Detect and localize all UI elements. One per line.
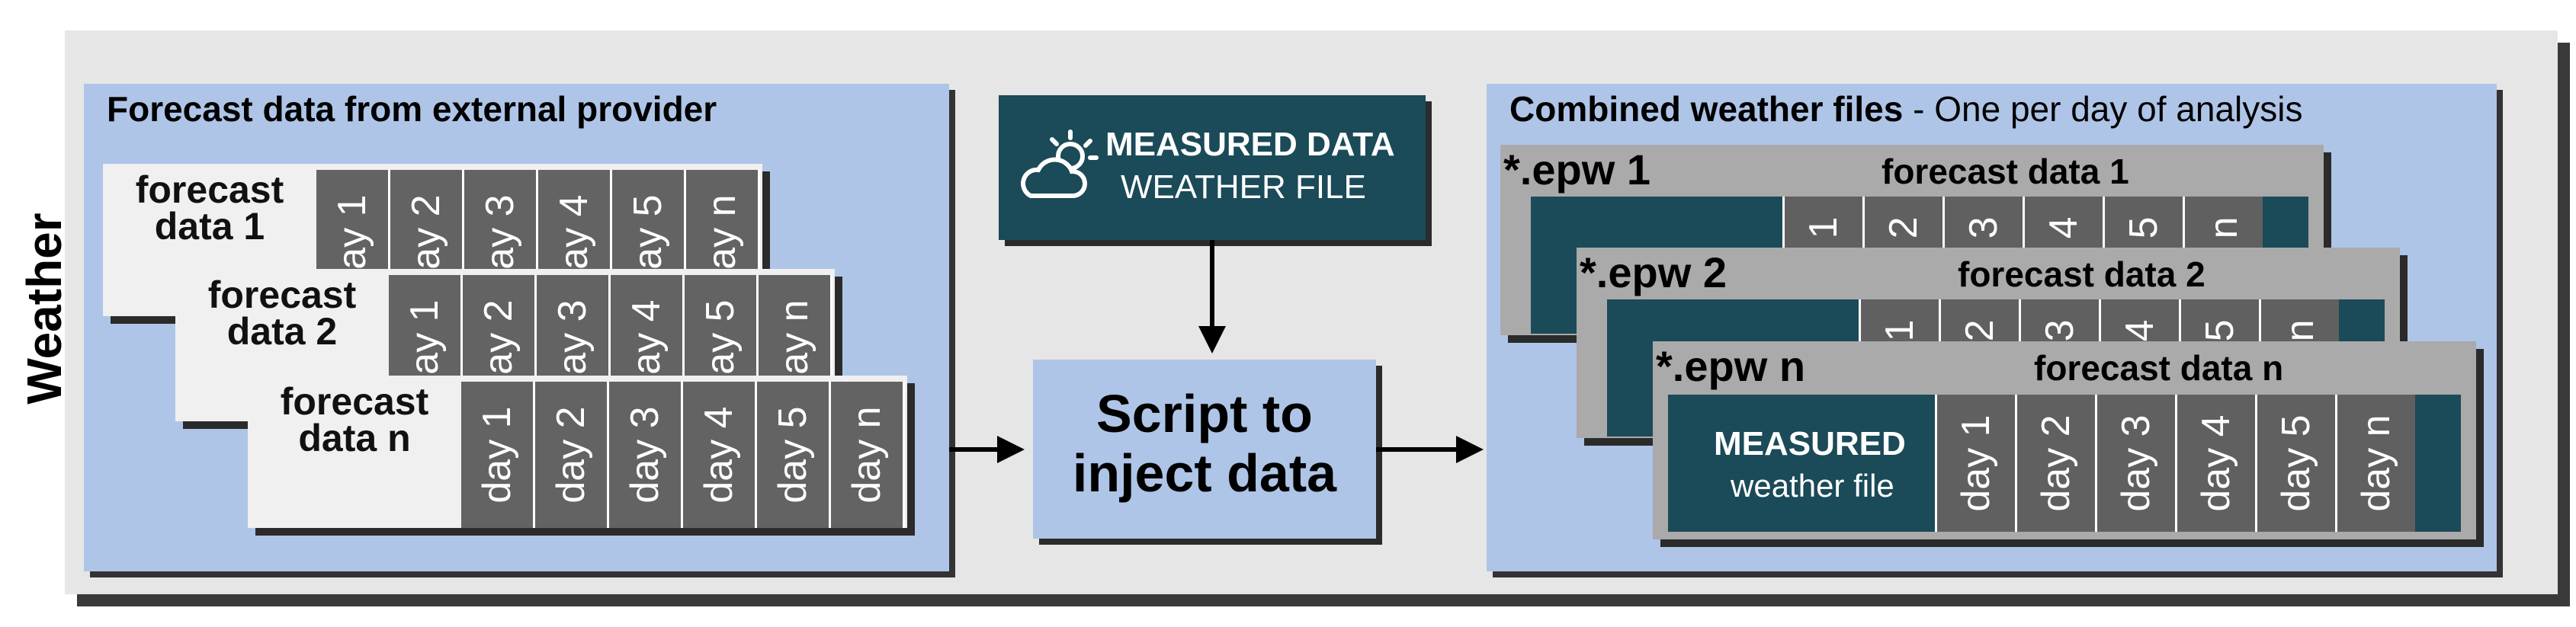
forecast-panel-title: Forecast data from external provider <box>107 89 717 129</box>
day-cell: day 4 <box>2175 395 2255 532</box>
script-box: Script to inject data <box>1033 360 1376 539</box>
forecast-card-label: forecast data n <box>280 380 429 459</box>
day-cell: day 3 <box>609 382 683 528</box>
measured-data-box: MEASURED DATA WEATHER FILE <box>999 95 1426 240</box>
measured-block-subtitle: weather file <box>1731 468 1894 504</box>
day-cell: day 5 <box>2255 395 2335 532</box>
forecast-card-label: forecast data 2 <box>207 274 357 353</box>
day-cell: day n <box>2335 395 2415 532</box>
forecast-card-n: forecast data n day 1 day 2 day 3 day 4 … <box>248 376 907 528</box>
day-cell: day 4 <box>683 382 757 528</box>
measured-block-title: MEASURED <box>1714 425 1906 462</box>
forecast-card-label: forecast data 1 <box>135 168 284 248</box>
epw-name: *.epw 2 <box>1580 248 1727 296</box>
day-cell: day 3 <box>2095 395 2175 532</box>
day-cell: day 5 <box>757 382 831 528</box>
day-cell: day 1 <box>461 382 535 528</box>
script-line-1: Script to <box>1096 384 1313 443</box>
day-cell: day 2 <box>2015 395 2095 532</box>
day-cell: day 2 <box>535 382 609 528</box>
epw-forecast-label: forecast data 1 <box>1881 152 2129 191</box>
epw-forecast-label: forecast data 2 <box>1958 254 2205 294</box>
measured-data-title: MEASURED DATA <box>1105 126 1395 163</box>
day-cell: day n <box>831 382 905 528</box>
script-line-2: inject data <box>1072 443 1337 503</box>
epw-forecast-label: forecast data n <box>2034 348 2284 388</box>
measured-tail <box>2415 395 2461 532</box>
epw-card-n: *.epw n forecast data n MEASURED weather… <box>1653 341 2476 539</box>
measured-data-subtitle: WEATHER FILE <box>1121 168 1366 206</box>
cloud-sun-icon <box>1021 130 1099 198</box>
epw-name: *.epw n <box>1656 342 1806 390</box>
measured-block: MEASURED weather file <box>1668 395 1935 532</box>
epw-name: *.epw 1 <box>1503 146 1651 194</box>
combined-panel-title: Combined weather files - One per day of … <box>1509 89 2303 129</box>
day-cell: day 1 <box>1935 395 2015 532</box>
